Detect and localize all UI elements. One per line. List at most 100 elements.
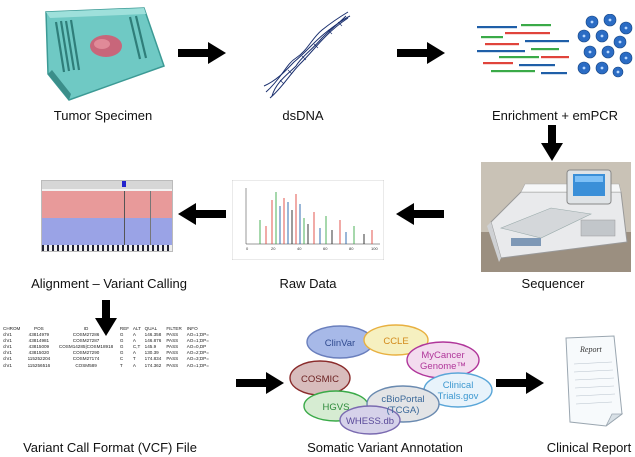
vcf-cell: chr1 (3, 362, 12, 368)
x-tick-0: 0 (246, 246, 249, 251)
report-title-text: Report (579, 345, 603, 354)
dsdna-label: dsDNA (282, 108, 324, 123)
vcf-cell: 43815009 (28, 344, 50, 350)
vcf-cell: AO=0,DP (186, 344, 207, 350)
arrow-rawdata-to-alignment (178, 203, 226, 225)
vcf-cell: PASS (166, 356, 179, 362)
cbioportal-text-2: (TCGA) (387, 405, 420, 416)
mycancer-text-1: MyCancer (421, 350, 464, 361)
vcf-cell: G (119, 350, 124, 356)
cbioportal-text-1: cBioPortal (381, 394, 424, 405)
vcf-cell: G (119, 338, 124, 344)
clinicaltrials-text-2: Trials.gov (438, 391, 479, 402)
vcf-cell: 174.362 (144, 362, 162, 368)
mycancer-text-2: Genome™ (420, 361, 466, 372)
alignment-view (41, 180, 173, 252)
x-tick-60: 60 (323, 246, 328, 251)
vcf-header-chrom: CHROM (3, 326, 21, 331)
arrow-enrichment-to-sequencer (541, 125, 563, 161)
vcf-cell: AO=1;DP= (186, 332, 209, 338)
vcf-cell: COSM589 (75, 362, 97, 368)
ccle-text: CCLE (383, 336, 408, 347)
vcf-cell: 115252204 (27, 356, 51, 362)
x-tick-40: 40 (297, 246, 302, 251)
clinical-report-image: Report (565, 335, 624, 427)
alignment-marker-icon (122, 181, 126, 187)
vcf-cell: AO=1;DP= (186, 338, 209, 344)
vcf-cell: 174.834 (144, 356, 162, 362)
vcf-cell: PASS (166, 362, 179, 368)
vcf-cell: 43814981 (28, 338, 50, 344)
clinical-report-label: Clinical Report (546, 440, 632, 455)
arrow-annotation-to-report (496, 372, 544, 394)
vcf-cell: 146.876 (144, 338, 162, 344)
raw-data-label: Raw Data (279, 276, 337, 291)
enrichment-label: Enrichment + emPCR (491, 108, 619, 123)
vcf-cell: 43815020 (28, 350, 50, 356)
vcf-cell: 145.9 (144, 344, 157, 350)
vcf-header-alt: ALT (132, 326, 141, 331)
vcf-cell: AO=2;DP= (186, 350, 209, 356)
clinvar-text: ClinVar (325, 338, 355, 349)
vcf-cell: COSM14285|COSM18918 (58, 344, 114, 350)
vcf-cell: A (132, 362, 136, 368)
tumor-specimen-label: Tumor Specimen (53, 108, 153, 123)
vcf-cell: PASS (166, 332, 179, 338)
vcf-label: Variant Call Format (VCF) File (23, 440, 197, 455)
vcf-cell: 146.358 (144, 332, 162, 338)
vcf-cell: AO=3;DP= (186, 356, 209, 362)
vcf-cell: A (132, 350, 136, 356)
arrow-alignment-to-vcf (95, 300, 117, 336)
vcf-cell: C (119, 356, 124, 362)
vcf-cell: C,T (132, 344, 141, 350)
vcf-cell: G (119, 344, 124, 350)
alignment-blue-reads (42, 218, 172, 245)
clinicaltrials-text-1: Clinical (443, 380, 474, 391)
arrow-tumor-to-dsdna (178, 42, 226, 64)
vcf-cell: COSM27290 (72, 350, 100, 356)
vcf-cell: COSM27174 (72, 356, 100, 362)
vcf-cell: 130.39 (144, 350, 159, 356)
table-row: chr1 43814981 COSM27287 G A 146.876 PASS AO=… (2, 338, 214, 344)
vcf-cell: PASS (166, 338, 179, 344)
alignment-label: Alignment – Variant Calling (31, 276, 187, 291)
arrow-dsdna-to-enrichment (397, 42, 445, 64)
vcf-header-id: ID (83, 326, 89, 331)
vcf-cell: 115256516 (27, 362, 51, 368)
empcr-beads-image (577, 14, 633, 78)
whess-ellipse (339, 405, 401, 435)
ccle-ellipse (363, 324, 429, 356)
vcf-cell: chr1 (3, 338, 12, 344)
annotation-sources-cluster: ClinVar CCLE MyCancer Genome™ COSMIC Cli… (289, 324, 493, 435)
x-tick-80: 80 (349, 246, 354, 251)
raw-data-chromatogram: 0 20 40 60 80 100 (232, 180, 384, 260)
sequencer-image (481, 162, 631, 272)
vcf-cell: chr1 (3, 356, 12, 362)
sequencer-label: Sequencer (521, 276, 585, 291)
vcf-header-ref: REF (119, 326, 130, 331)
alignment-red-reads (42, 191, 172, 218)
whess-text: WHESS.db (346, 416, 394, 427)
vcf-header-row: CHROM POS ID REF ALT QUAL FILTER INFO (2, 326, 214, 332)
vcf-header-info: INFO (186, 326, 198, 331)
tumor-specimen-image (45, 7, 165, 101)
arrow-vcf-to-annotation (236, 372, 284, 394)
x-tick-20: 20 (271, 246, 276, 251)
table-row: chr1 115252204 COSM27174 C T 174.834 PASS AO… (2, 356, 214, 362)
vcf-cell: G (119, 332, 124, 338)
vcf-header-pos: POS (34, 326, 44, 331)
vcf-cell: A (132, 338, 136, 344)
hgvs-text: HGVS (323, 402, 350, 413)
vcf-cell: COSM27287 (72, 338, 100, 344)
vcf-cell: PASS (166, 344, 179, 350)
vcf-cell: chr1 (3, 350, 12, 356)
vcf-cell: AO=1;DP= (186, 362, 209, 368)
vcf-cell: T (132, 356, 136, 362)
vcf-table: CHROM POS ID REF ALT QUAL FILTER INFO ch… (2, 326, 214, 369)
vcf-cell: 43814979 (28, 332, 50, 338)
x-tick-100: 100 (371, 246, 378, 251)
